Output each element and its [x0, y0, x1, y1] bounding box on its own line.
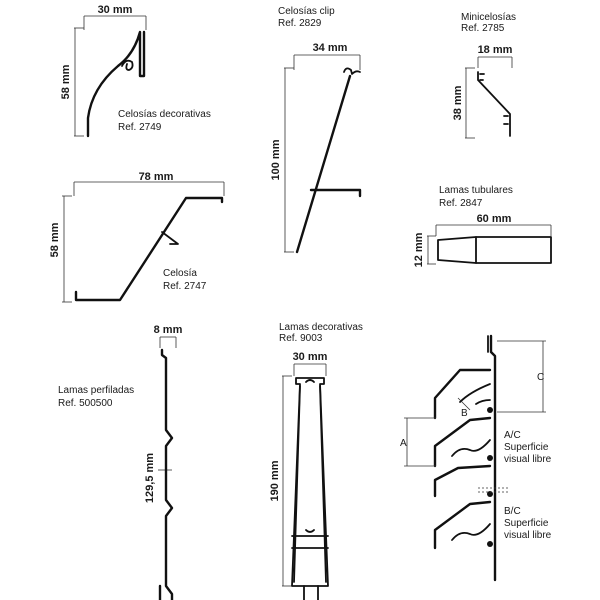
height-label: 190 mm [269, 460, 281, 501]
width-label: 60 mm [477, 213, 512, 225]
width-label: 18 mm [478, 44, 513, 56]
mullion [489, 334, 497, 582]
louvre-4 [433, 500, 492, 550]
label-b: B [461, 408, 468, 419]
profile-shape [437, 236, 552, 264]
louvre-4-detail [451, 523, 491, 541]
note-2-line-2: visual libre [504, 530, 552, 541]
profile-celosia: 78 mm 58 mm Celosía Ref. 2747 [49, 171, 225, 303]
label-c: C [537, 372, 544, 383]
height-label: 58 mm [60, 64, 72, 99]
profile-inner [293, 385, 327, 583]
profile-lamas-perfiladas: Lamas perfiladas Ref. 500500 8 mm 129,5 … [58, 324, 183, 600]
width-label: 8 mm [154, 324, 183, 336]
clip [487, 541, 493, 547]
profile-lamas-tubulares: Lamas tubulares Ref. 2847 60 mm 12 mm [413, 185, 552, 267]
height-label: 38 mm [452, 85, 464, 120]
width-label: 30 mm [293, 351, 328, 363]
profile-name: Celosías decorativas [118, 109, 211, 120]
profile-shape [477, 71, 511, 137]
profile-name: Lamas tubulares [439, 185, 513, 196]
height-label: 129,5 mm [144, 453, 156, 503]
profile-name: Lamas perfiladas [58, 385, 134, 396]
profile-teeth [479, 73, 509, 125]
profile-name: Minicelosías [461, 12, 516, 23]
profile-name: Celosías clip [278, 6, 335, 17]
louvre-1 [433, 368, 492, 420]
profile-clip [343, 67, 361, 75]
profile-ref: Ref. 9003 [279, 333, 323, 344]
height-label: 100 mm [270, 139, 282, 180]
note-1-line-1: Superficie [504, 442, 549, 453]
width-label: 78 mm [139, 171, 174, 183]
profile-shape [160, 348, 174, 600]
dim-line [457, 397, 471, 411]
profile-shape [86, 30, 146, 138]
profile-lamas-decorativas: Lamas decorativas Ref. 9003 30 mm 190 mm [269, 322, 363, 600]
clip [487, 491, 493, 497]
profile-shape [291, 377, 329, 587]
profile-celosias-decorativas: 30 mm 58 mm Celosías decorativas Ref. 27… [60, 4, 211, 138]
label-a: A [400, 438, 407, 449]
profile-ref: Ref. 2847 [439, 198, 483, 209]
louvre-1-detail [459, 383, 491, 405]
profile-clip [121, 59, 134, 71]
profile-arm [309, 188, 362, 198]
profile-ref: Ref. 2749 [118, 122, 162, 133]
profile-name: Celosía [163, 268, 197, 279]
note-2-line-1: Superficie [504, 518, 549, 529]
louvre-2-detail [451, 439, 491, 457]
height-label: 58 mm [49, 222, 61, 257]
note-1-title: A/C [504, 430, 521, 441]
profile-ref: Ref. 500500 [58, 398, 113, 409]
profile-name: Lamas decorativas [279, 322, 363, 333]
width-label: 34 mm [313, 42, 348, 54]
profile-ref: Ref. 2747 [163, 281, 207, 292]
profile-clips [305, 379, 315, 533]
louvre-3 [433, 464, 492, 498]
spacing-diagram: C A B A/C Superficie visual libre B/C Su… [400, 334, 552, 582]
profile-ref: Ref. 2829 [278, 18, 322, 29]
profile-fin [161, 231, 179, 245]
width-label: 30 mm [98, 4, 133, 16]
profile-ref: Ref. 2785 [461, 23, 505, 34]
profile-minicelosias: Minicelosías Ref. 2785 18 mm 38 mm [452, 12, 516, 139]
note-1-line-2: visual libre [504, 454, 552, 465]
height-label: 12 mm [413, 232, 425, 267]
profile-shape [295, 74, 352, 254]
clip [487, 407, 493, 413]
profile-shape [74, 196, 224, 302]
note-2-title: B/C [504, 506, 521, 517]
profile-celosias-clip: Celosías clip Ref. 2829 34 mm 100 mm [270, 6, 362, 254]
louvre-2 [433, 416, 492, 468]
clip [487, 455, 493, 461]
